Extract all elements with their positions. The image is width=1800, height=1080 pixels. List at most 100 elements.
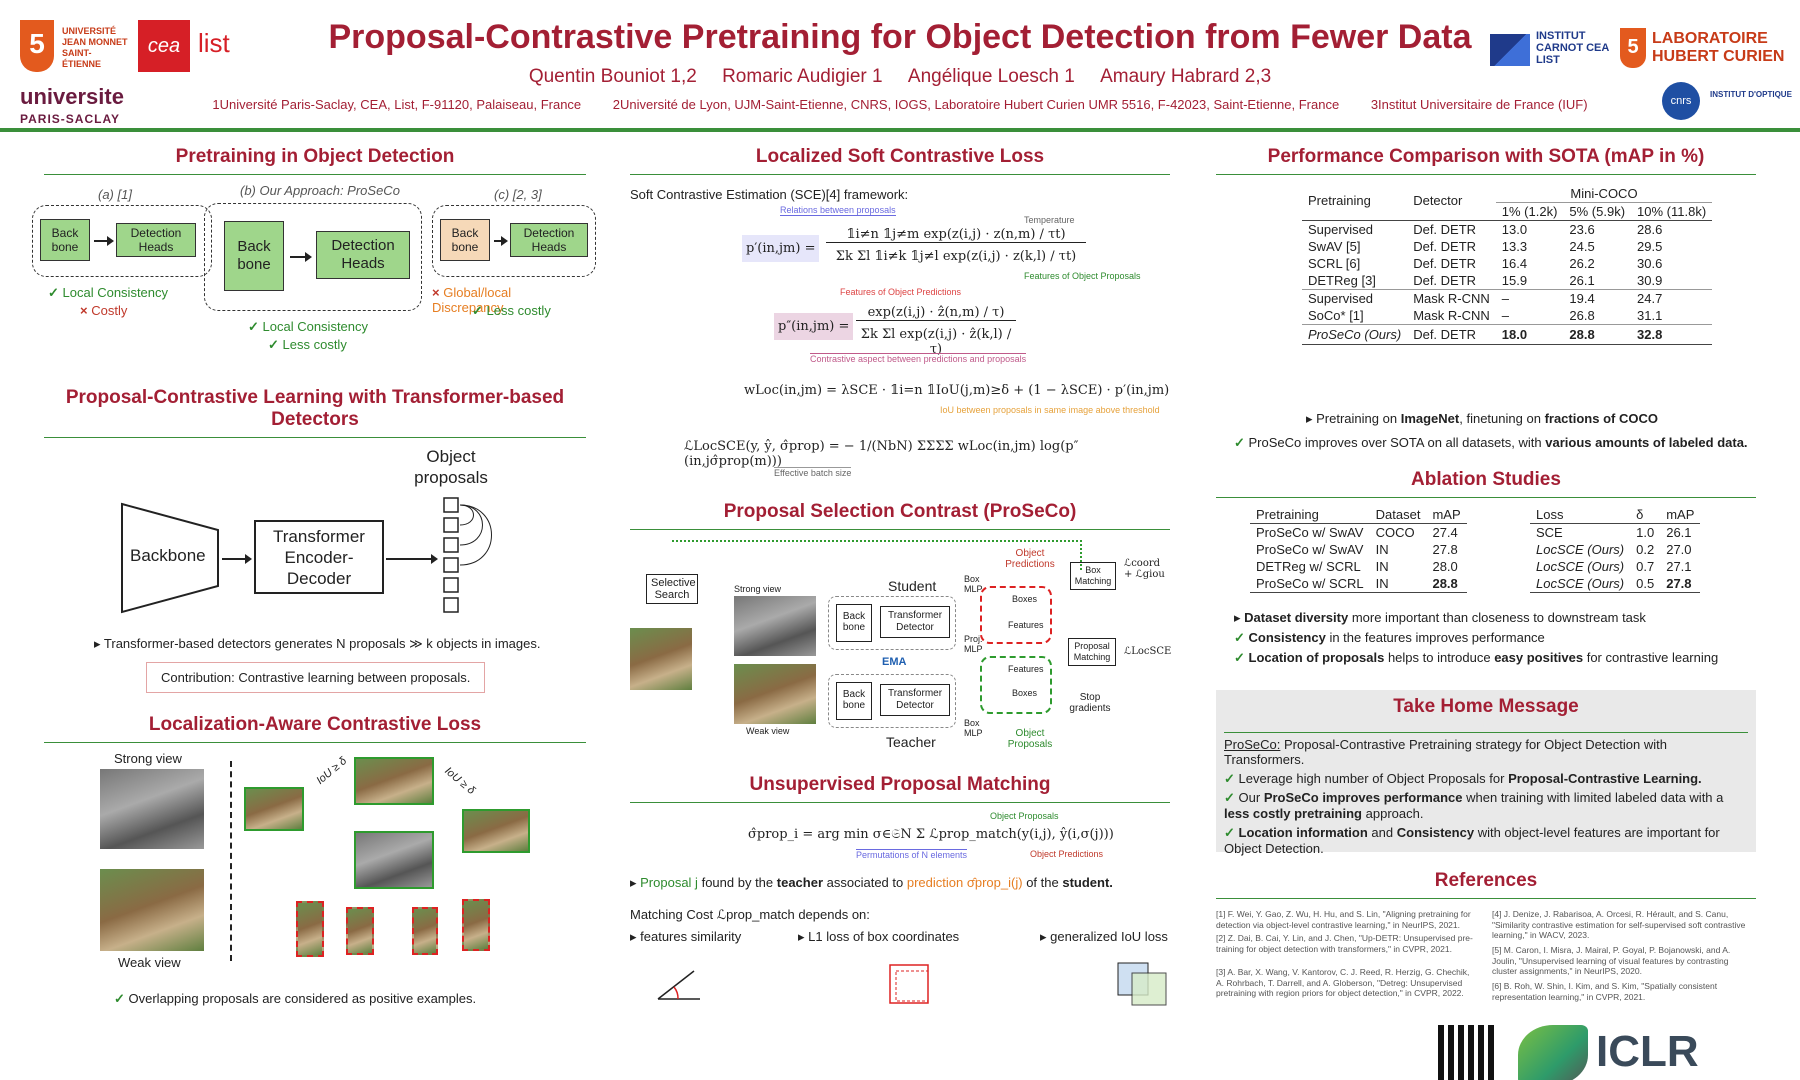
author: Quentin Bouniot 1,2 xyxy=(528,66,697,87)
backbone-box: Back bone xyxy=(440,219,490,261)
features-label: Features xyxy=(1008,620,1044,630)
negative-crop xyxy=(346,907,374,955)
pcl-bullet: Transformer-based detectors generates N … xyxy=(94,636,541,652)
iogs-logo: INSTITUT D'OPTIQUE xyxy=(1710,90,1792,99)
pretraining-figure: (a) [1] (b) Our Approach: ProSeCo (c) [2… xyxy=(32,183,596,373)
negative-crop xyxy=(462,899,490,951)
cnrs-logo: cnrs xyxy=(1662,82,1700,120)
giou-icon xyxy=(1117,962,1167,1006)
a-cons: Costly xyxy=(80,303,127,318)
upm-bullet: Proposal j found by the teacher associat… xyxy=(630,875,1113,891)
lacl-bullet: Overlapping proposals are considered as … xyxy=(114,991,586,1007)
features-label: Features xyxy=(1008,664,1044,674)
annotation: Features of Object Predictions xyxy=(840,287,962,297)
eq1-lhs: p′(in,jm) = xyxy=(742,235,820,262)
boxes-label: Boxes xyxy=(1012,688,1038,698)
section-title: Proposal-Contrastive Learning with Trans… xyxy=(44,387,586,438)
section-title: Unsupervised Proposal Matching xyxy=(630,774,1170,803)
section-title: Pretraining in Object Detection xyxy=(44,146,586,175)
arrow xyxy=(290,252,312,262)
teacher-label: Teacher xyxy=(886,734,936,750)
a-pros: Local Consistency xyxy=(48,285,169,301)
take-home-point: Our ProSeCo improves performance when tr… xyxy=(1224,790,1748,822)
weak-view-image xyxy=(100,869,204,951)
section-title: Take Home Message xyxy=(1393,696,1579,717)
weak-image xyxy=(734,664,816,724)
obj-prop-label: Object Proposals xyxy=(1007,728,1053,750)
student-box xyxy=(828,596,956,650)
student-transformer: Transformer Detector xyxy=(880,606,950,638)
heads-box: Detection Heads xyxy=(510,223,588,257)
middle-column: Localized Soft Contrastive Loss Soft Con… xyxy=(630,146,1172,1011)
annotation: Contrastive aspect between predictions a… xyxy=(810,353,1027,364)
eq1-denominator: Σk Σl 𝟙i≠k 𝟙j≠l exp(z(i,j) · z(k,l) / τt… xyxy=(835,249,1077,264)
upm-equation: σ̂prop_i = arg min σ∈𝔖N Σ ℒprop_match(y(… xyxy=(748,827,1114,842)
teacher-backbone: Back bone xyxy=(836,682,872,720)
list-logo: list xyxy=(198,28,230,58)
eq1-numerator: 𝟙i≠n 𝟙j≠m exp(z(i,j) · z(n,m) / τt) xyxy=(826,227,1086,243)
ablation-check: Location of proposals helps to introduce… xyxy=(1234,650,1719,666)
approach-a-box xyxy=(32,205,212,277)
proposal-crop xyxy=(244,787,304,831)
dotted-link xyxy=(672,540,1082,570)
annotation: Relations between proposals xyxy=(780,205,896,216)
section-title: Localized Soft Contrastive Loss xyxy=(630,146,1170,175)
iou-label: IoU ≥ δ xyxy=(314,755,350,787)
reference: [6] B. Roh, W. Shin, I. Kim, and S. Kim,… xyxy=(1492,981,1718,1002)
annotation: Features of Object Proposals xyxy=(1024,271,1141,281)
label-b: (b) Our Approach: ProSeCo xyxy=(240,183,400,198)
strong-view-image xyxy=(100,769,204,849)
eq4: ℒLocSCE(y, ŷ, σ̂prop) = − 1/(NbN) ΣΣΣΣ w… xyxy=(684,439,1079,469)
affiliation: 2Université de Lyon, UJM-Saint-Etienne, … xyxy=(612,97,1340,112)
author: Amaury Habrard 2,3 xyxy=(1100,66,1272,87)
cost-item: features similarity xyxy=(630,929,741,945)
l-locsce: ℒLocSCE xyxy=(1124,646,1172,657)
upm-block: Object Proposals σ̂prop_i = arg min σ∈𝔖N… xyxy=(630,811,1170,961)
arrow xyxy=(94,236,114,246)
ablation-check: Consistency in the features improves per… xyxy=(1234,630,1545,646)
divider xyxy=(230,761,232,961)
section-title: Localization-Aware Contrastive Loss xyxy=(44,714,586,743)
eq2-lhs: p″(in,jm) = xyxy=(774,313,854,340)
sota-note: Pretraining on ImageNet, finetuning on f… xyxy=(1306,411,1658,427)
reference: [3] A. Bar, X. Wang, V. Kantorov, C. J. … xyxy=(1216,967,1470,998)
approach-b-box xyxy=(204,203,422,311)
references-block: [1] F. Wei, Y. Gao, Z. Wu, H. Hu, and S.… xyxy=(1216,907,1756,1080)
left-column: Pretraining in Object Detection (a) [1] … xyxy=(32,146,596,1007)
strong-image xyxy=(734,596,816,656)
teacher-box xyxy=(828,674,956,728)
section-title: Ablation Studies xyxy=(1216,469,1756,498)
cost-item: L1 loss of box coordinates xyxy=(798,929,959,945)
proj-mlp: Proj. MLP xyxy=(964,634,983,654)
author: Angélique Loesch 1 xyxy=(907,66,1075,87)
obj-pred-label: Object Predictions xyxy=(1005,548,1055,570)
qr-code[interactable] xyxy=(1438,1025,1498,1080)
object-predictions-box xyxy=(980,586,1052,644)
sota-check: ProSeCo improves over SOTA on all datase… xyxy=(1234,435,1756,451)
author: Romaric Audigier 1 xyxy=(722,66,883,87)
annotation: Temperature xyxy=(1024,215,1075,225)
backbone-box: Back bone xyxy=(40,219,90,261)
ablation-bullet: Dataset diversity more important than cl… xyxy=(1234,610,1646,626)
box-mlp: Box MLP xyxy=(964,718,983,738)
approach-c-box xyxy=(432,205,596,277)
annotation: Permutations of N elements xyxy=(856,849,968,860)
reference: [1] F. Wei, Y. Gao, Z. Wu, H. Hu, and S.… xyxy=(1216,909,1471,930)
eq3: wLoc(in,jm) = λSCE · 𝟙i=n 𝟙IoU(j,m)≥δ + … xyxy=(744,383,1170,398)
lscl-block: Soft Contrastive Estimation (SCE)[4] fra… xyxy=(630,183,1170,483)
take-home-point: Leverage high number of Object Proposals… xyxy=(1224,771,1748,787)
label-c: (c) [2, 3] xyxy=(494,187,542,202)
carnot-logo: INSTITUT CARNOT CEA LIST xyxy=(1490,30,1616,70)
section-title: Proposal Selection Contrast (ProSeCo) xyxy=(630,501,1170,530)
